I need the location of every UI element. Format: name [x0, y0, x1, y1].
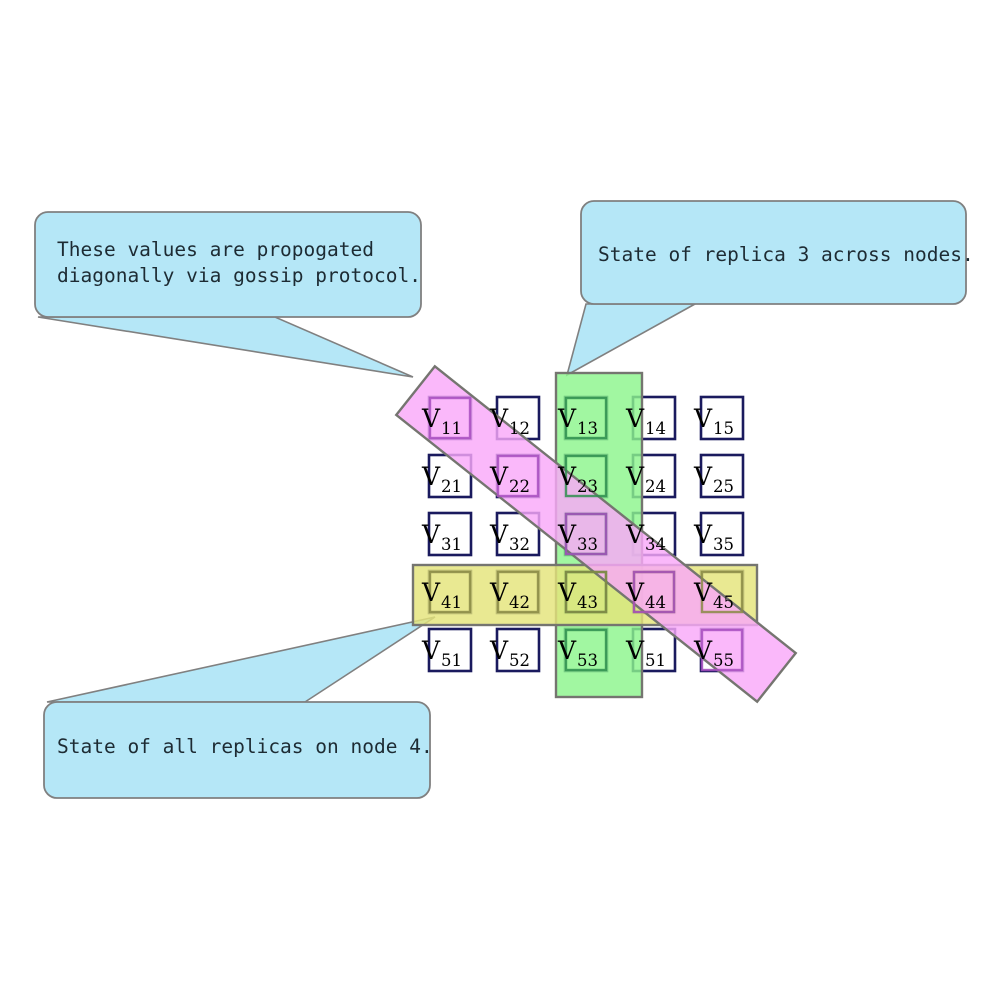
- gossip-diagonal-band[interactable]: [394, 364, 798, 704]
- cell-v25-subscript: 25: [713, 477, 734, 496]
- callout-node-4-tail: [46, 616, 436, 703]
- callout-replica-3-line-1: State of replica 3 across nodes.: [598, 243, 974, 266]
- cell-v51-subscript: 51: [441, 651, 462, 670]
- cell-v53-subscript: 53: [577, 651, 598, 670]
- cell-v23-subscript: 23: [577, 477, 598, 496]
- diagonal-band-v55-overlay: [700, 628, 744, 672]
- callout-boxes: These values are propogated diagonally vi…: [34, 200, 974, 799]
- cell-v21-subscript: 21: [441, 477, 462, 496]
- row-band-v41-overlay: [428, 570, 472, 614]
- cell-v12-subscript: 12: [509, 419, 530, 438]
- cell-v52-box[interactable]: [495, 627, 541, 673]
- column-band-v23-overlay: [564, 454, 608, 498]
- cell-v54-subscript: 51: [645, 651, 666, 670]
- callout-gossip-line-1: These values are propogated: [57, 238, 374, 261]
- cell-v45-subscript: 45: [713, 593, 734, 612]
- cell-v31-subscript: 31: [441, 535, 462, 554]
- cell-v11-subscript: 11: [441, 419, 462, 438]
- cell-v34-subscript: 34: [645, 535, 666, 554]
- cell-v35-box[interactable]: [699, 511, 745, 557]
- row-band-v43-overlay: [564, 570, 608, 614]
- callout-replica-3-box[interactable]: [580, 200, 967, 305]
- cell-v33-subscript: 33: [577, 535, 598, 554]
- callout-replica-3-tail: [565, 303, 699, 377]
- cell-v32-subscript: 32: [509, 535, 530, 554]
- cell-v35-subscript: 35: [713, 535, 734, 554]
- diagonal-band-v22-overlay: [496, 454, 540, 498]
- callout-node-4-box[interactable]: [43, 701, 431, 799]
- highlight-cell-overlays: [428, 396, 744, 672]
- cell-v22-subscript: 22: [509, 477, 530, 496]
- diagonal-band-v11-overlay: [428, 396, 472, 440]
- cell-v55-subscript: 55: [713, 651, 734, 670]
- cell-v42-subscript: 42: [509, 593, 530, 612]
- cell-v14-subscript: 14: [645, 419, 666, 438]
- cell-v25-box[interactable]: [699, 453, 745, 499]
- cell-v52-subscript: 52: [509, 651, 530, 670]
- row-band-v42-overlay: [496, 570, 540, 614]
- callout-gossip-tail: [37, 316, 414, 378]
- callout-gossip-box[interactable]: [34, 211, 422, 318]
- cell-v44-subscript: 44: [645, 593, 666, 612]
- column-band-v13-overlay: [564, 396, 608, 440]
- cell-v15-subscript: 15: [713, 419, 734, 438]
- cell-v41-subscript: 41: [441, 593, 462, 612]
- cell-v15-box[interactable]: [699, 395, 745, 441]
- diagonal-band-v44-overlay: [632, 570, 676, 614]
- column-band-v53-overlay: [564, 628, 608, 672]
- cell-v43-subscript: 43: [577, 593, 598, 612]
- cell-v24-subscript: 24: [645, 477, 666, 496]
- cell-v51-box[interactable]: [427, 627, 473, 673]
- cell-v31-box[interactable]: [427, 511, 473, 557]
- cell-v33-label: V33: [557, 520, 598, 554]
- row-band-v45-overlay: [700, 570, 744, 614]
- cell-v13-subscript: 13: [577, 419, 598, 438]
- callout-node-4-line-1: State of all replicas on node 4.: [57, 735, 433, 758]
- cell-v22-label: V22: [489, 462, 530, 496]
- diagonal-band-v33-overlay: [564, 512, 608, 556]
- callout-tails: [37, 303, 699, 703]
- callout-gossip-line-2: diagonally via gossip protocol.: [57, 264, 421, 287]
